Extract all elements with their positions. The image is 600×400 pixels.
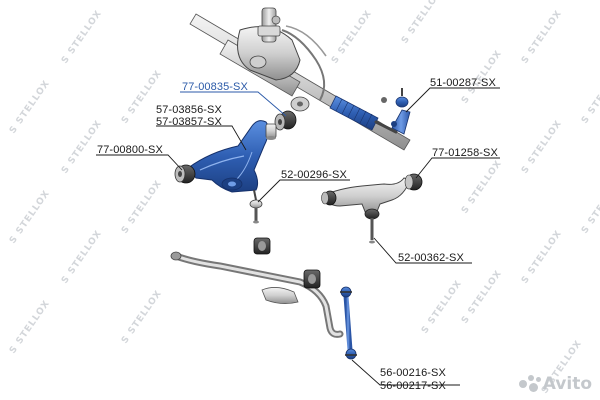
part-label-57-03856: 57-03856-SX xyxy=(156,104,222,116)
avito-badge: Avito xyxy=(518,374,592,394)
lower-control-arm xyxy=(187,120,270,224)
upper-control-arm xyxy=(321,173,423,244)
leader-lines xyxy=(96,87,500,386)
part-label-57-03857: 57-03857-SX xyxy=(156,116,222,128)
leader-51-00287 xyxy=(405,87,500,113)
part-label-51-00287: 51-00287-SX xyxy=(430,77,496,89)
steering-rack xyxy=(189,7,411,151)
bushing-77-00800 xyxy=(174,164,196,184)
stabilizer-bar xyxy=(170,237,344,338)
avito-text: Avito xyxy=(542,374,592,394)
bushing-77-00835 xyxy=(265,110,297,140)
part-label-56-00216: 56-00216-SX xyxy=(380,367,446,379)
part-label-77-01258: 77-01258-SX xyxy=(432,147,498,159)
leader-52-00296 xyxy=(257,179,350,203)
leader-56-00216 xyxy=(351,359,460,386)
stabilizer-link xyxy=(340,286,357,360)
part-label-77-00800: 77-00800-SX xyxy=(97,144,163,156)
avito-dots-icon xyxy=(518,375,541,392)
leader-77-00800 xyxy=(96,154,183,171)
part-label-52-00296: 52-00296-SX xyxy=(281,169,347,181)
leader-57-03856 xyxy=(156,125,247,151)
part-label-56-00217: 56-00217-SX xyxy=(380,380,446,392)
part-label-52-00362: 52-00362-SX xyxy=(398,252,464,264)
part-label-77-00835: 77-00835-SX xyxy=(182,81,248,93)
leader-77-00835 xyxy=(180,91,287,117)
leader-77-01258 xyxy=(415,157,500,179)
leader-52-00362 xyxy=(373,237,472,264)
